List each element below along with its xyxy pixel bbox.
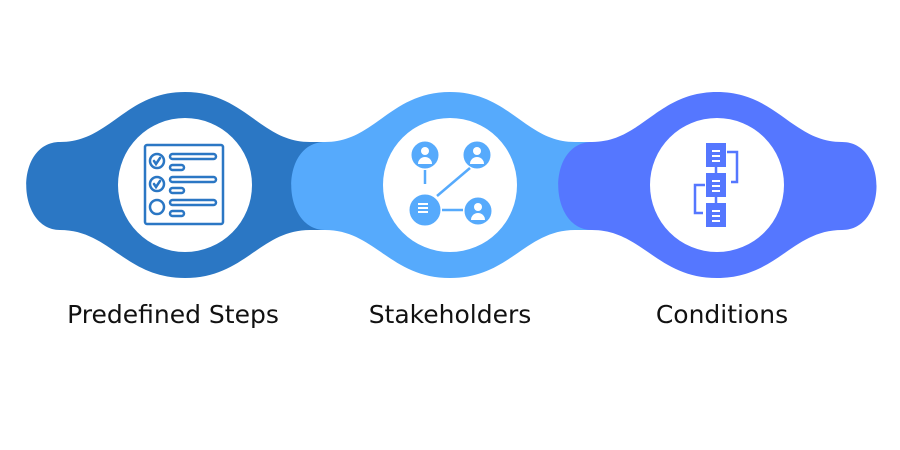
step-2-label: Stakeholders — [368, 300, 532, 329]
flowchart-icon — [693, 143, 739, 227]
step-3-label: Conditions — [655, 300, 789, 329]
stakeholders-network-icon — [409, 141, 492, 226]
checklist-icon — [143, 143, 225, 226]
step-1-circle — [118, 118, 252, 252]
step-1-label: Predefined Steps — [67, 300, 279, 329]
